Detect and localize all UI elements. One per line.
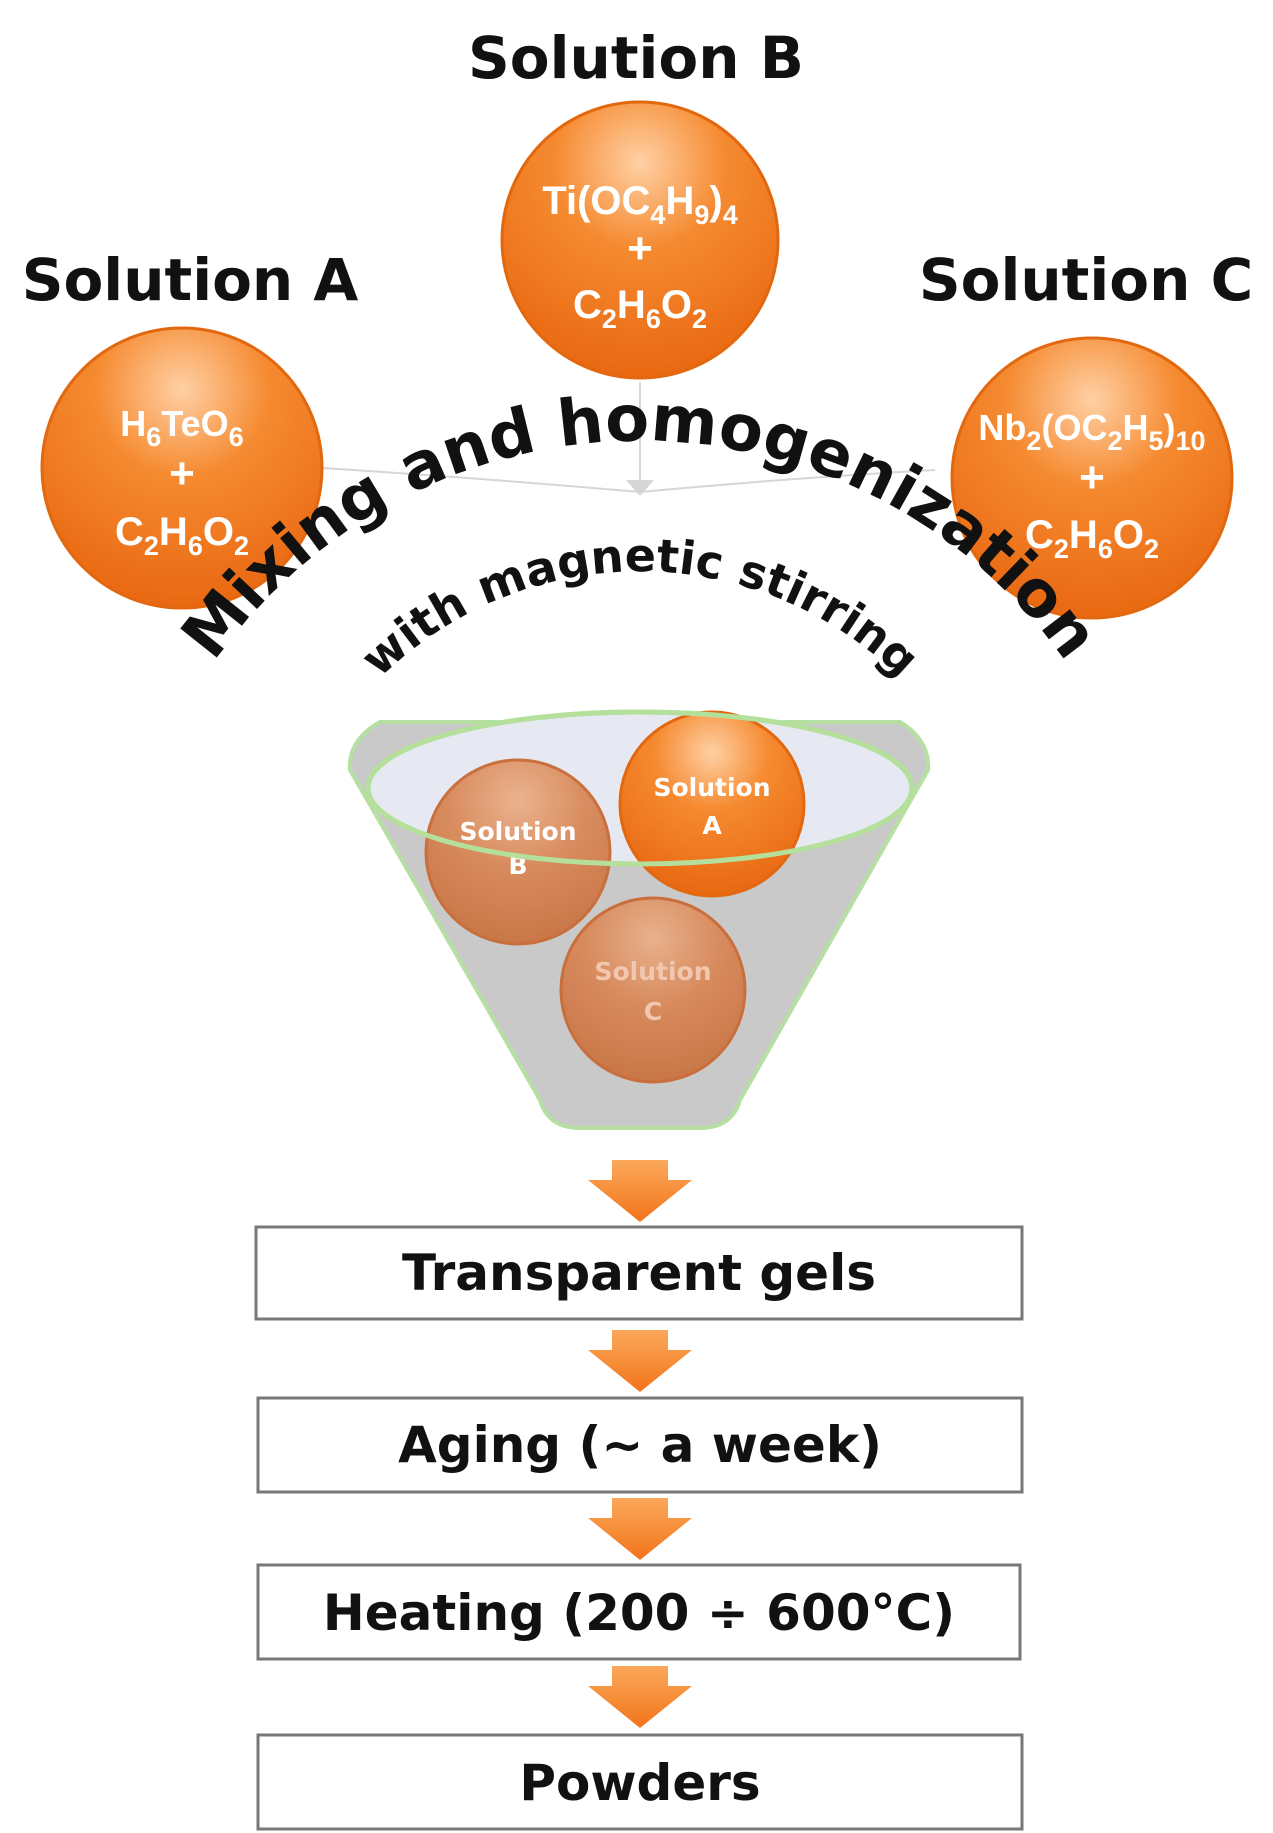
connector-c [639,469,936,493]
funnel-solution-c: Solution C [559,896,747,1084]
solution-a-formula-1: H6TeO6 [120,403,243,452]
svg-text:A: A [702,811,722,840]
step-label: Heating (200 ÷ 600°C) [323,1584,955,1642]
solution-c-group: Solution C Nb2(OC2H5)10 + C2H6O2 [919,246,1253,620]
svg-text:C: C [644,997,662,1026]
svg-text:Solution: Solution [594,957,711,986]
solution-c-title: Solution C [919,246,1253,314]
svg-text:Solution: Solution [459,817,576,846]
solution-c-plus: + [1079,453,1105,502]
solution-c-circle [950,336,1234,620]
solution-c-formula-2: C2H6O2 [1025,513,1159,564]
step-label: Aging (~ a week) [398,1416,882,1474]
mixing-subtitle: with magnetic stirring [351,528,930,686]
process-steps: Transparent gels Aging (~ a week) Heatin… [254,1225,1024,1831]
solution-a-title: Solution A [22,246,359,314]
step-label: Transparent gels [402,1244,876,1302]
funnel-solution-b: Solution B [424,758,612,946]
svg-text:Solution: Solution [653,773,770,802]
solution-a-group: Solution A H6TeO6 + C2H6O2 [22,246,359,610]
solution-b-formula-2: C2H6O2 [573,283,707,334]
solution-a-formula-2: C2H6O2 [115,510,249,561]
arrow-down-4 [588,1666,692,1728]
arrow-down-1 [588,1160,692,1222]
arrow-down-2 [588,1330,692,1392]
step-label: Powders [519,1754,760,1812]
funnel-solution-a: Solution A [618,710,806,898]
solution-b-circle [500,100,780,380]
connector-arrowhead [626,480,654,496]
solution-a-circle [40,326,324,610]
step-heating: Heating (200 ÷ 600°C) [256,1563,1022,1661]
step-transparent-gels: Transparent gels [254,1225,1024,1321]
solution-b-plus: + [627,224,653,273]
step-powders: Powders [256,1733,1024,1831]
connector-lines [321,382,936,496]
arrow-down-3 [588,1498,692,1560]
step-aging: Aging (~ a week) [256,1396,1024,1494]
solution-b-title: Solution B [468,24,804,92]
solution-c-formula-1: Nb2(OC2H5)10 [978,407,1205,456]
solution-b-formula-1: Ti(OC4H9)4 [542,179,737,230]
connector-a [321,467,641,493]
flow-arrows [588,1160,692,1728]
funnel-rim-front [365,709,915,867]
solution-a-plus: + [169,449,195,498]
solution-b-group: Solution B Ti(OC4H9)4 + C2H6O2 [468,24,804,380]
